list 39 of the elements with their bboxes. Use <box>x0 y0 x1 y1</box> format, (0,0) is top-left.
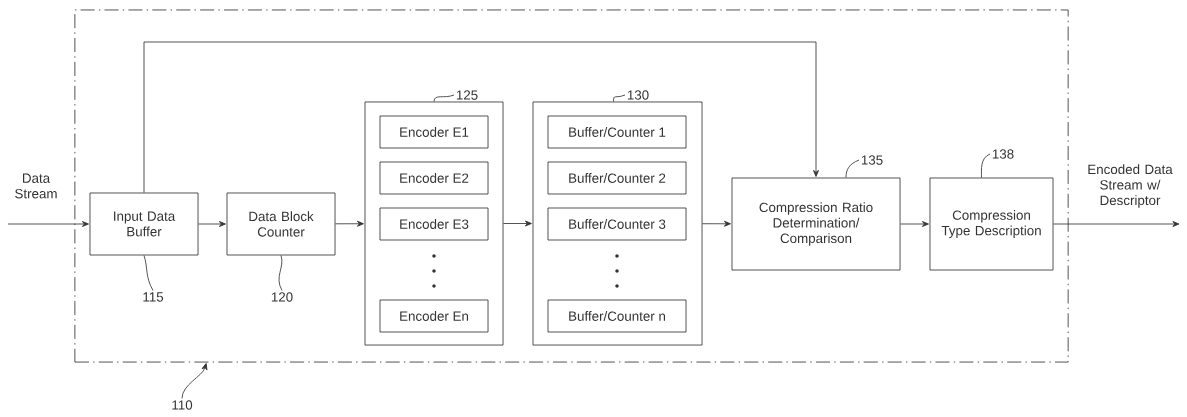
leader-line <box>613 94 626 102</box>
arrow <box>198 221 226 227</box>
arrow <box>503 220 532 227</box>
leader-line <box>845 159 860 178</box>
process-box: Encoder E2 <box>379 161 489 195</box>
arrow <box>7 221 89 227</box>
reference-number: 120 <box>271 292 293 302</box>
reference-number: 125 <box>456 90 478 100</box>
leader-line <box>981 153 991 178</box>
process-box: Encoder E1 <box>379 115 489 149</box>
process-box: Buffer/Counter 3 <box>547 207 687 241</box>
leader-line <box>433 94 455 102</box>
leader-arrow <box>181 363 208 399</box>
reference-number: 115 <box>143 292 164 302</box>
reference-number: 130 <box>627 90 649 100</box>
process-box: Compression Ratio Determination/ Comparison <box>731 177 901 271</box>
process-box: Buffer/Counter 2 <box>547 161 687 195</box>
process-box: Input Data Buffer <box>89 192 199 256</box>
arrow <box>702 220 731 227</box>
process-box: Encoder En <box>379 299 489 333</box>
arrow <box>143 41 819 193</box>
edge-label: Data Stream <box>15 173 57 199</box>
process-box: Buffer/Counter 1 <box>547 115 687 149</box>
process-box: Buffer/Counter n <box>547 299 687 333</box>
arrow <box>900 221 929 227</box>
arrow <box>335 220 364 227</box>
process-box: Encoder E3 <box>379 207 489 241</box>
leader-line <box>143 255 154 291</box>
process-box: Compression Type Description <box>929 177 1054 271</box>
system-boundary-box <box>74 9 1069 363</box>
process-box: Data Block Counter <box>226 192 336 256</box>
edge-label: Encoded Data Stream w/ Descriptor <box>1088 164 1173 208</box>
leader-line <box>278 255 283 291</box>
group-box <box>532 101 703 346</box>
reference-number: 135 <box>861 155 883 165</box>
group-box <box>364 101 504 346</box>
reference-number: 110 <box>172 400 193 410</box>
arrow <box>1053 221 1180 227</box>
reference-number: 138 <box>992 149 1014 159</box>
